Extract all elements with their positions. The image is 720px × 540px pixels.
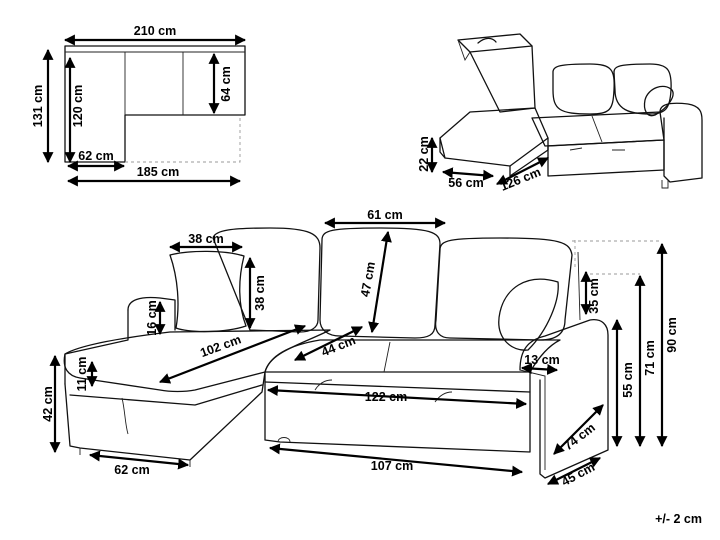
label-arm-height: 55 cm (621, 362, 635, 397)
label-back-height: 71 cm (643, 340, 657, 375)
label-chaise-base-width: 62 cm (114, 463, 149, 477)
dim-bed-pull-width (266, 385, 528, 409)
chaise-side (439, 137, 446, 159)
arm (659, 102, 703, 183)
label-width-total: 210 cm (134, 24, 176, 38)
pillow-right (498, 278, 559, 351)
seat-split (591, 115, 603, 143)
dim-bed-depth (441, 167, 495, 181)
label-chaise-back-height: 16 cm (145, 300, 159, 335)
label-bed-depth: 56 cm (448, 176, 483, 190)
label-sofa-width: 185 cm (137, 165, 179, 179)
main-base (264, 371, 531, 453)
leg (661, 180, 669, 189)
pull-handles (569, 147, 625, 151)
dim-bed-length (496, 157, 549, 185)
label-total-height: 90 cm (665, 317, 679, 352)
plan-outline (64, 45, 246, 163)
tolerance-note: +/- 2 cm (655, 512, 702, 526)
lid-handle (477, 37, 497, 44)
label-chaise-width: 62 cm (78, 149, 113, 163)
label-seat-cushion-depth: 44 cm (319, 333, 357, 359)
dim-seat-cushion-depth (294, 326, 363, 361)
seat-split (383, 341, 391, 373)
dim-back-cushion-height (368, 230, 392, 334)
label-bed-height: 22 cm (417, 136, 431, 171)
main-leg (277, 437, 291, 443)
chaise-storage-handle (121, 397, 129, 435)
main-seat (264, 339, 561, 373)
main-view: 38 cm 38 cm 61 cm 47 cm 16 cm 102 cm 44 … (41, 208, 679, 489)
chaise-storage-line (69, 384, 263, 406)
label-storage-height: 11 cm (75, 357, 89, 392)
dim-chaise-length (158, 324, 307, 384)
back-cushion-right (613, 63, 672, 115)
back-cushion-right (434, 237, 573, 341)
label-chaise-length: 102 cm (198, 332, 243, 360)
dim-chaise-base-width (88, 450, 190, 470)
label-chaise-depth: 120 cm (71, 85, 85, 127)
main-reference-lines (572, 240, 660, 275)
label-pillow-height: 38 cm (253, 275, 267, 310)
lid-side (457, 39, 471, 62)
open-bed-view: 22 cm 56 cm 126 cm (417, 33, 703, 194)
dim-arm-base-depth (547, 457, 601, 485)
throw-pillow (643, 85, 674, 117)
chaise-seat (63, 329, 331, 393)
base-front (547, 139, 665, 177)
label-armrest-width: 13 cm (524, 353, 559, 367)
label-pillow-width: 38 cm (188, 232, 223, 246)
right-arm-back (577, 251, 581, 321)
chaise-backrest (127, 296, 176, 331)
label-arm-base-depth: 45 cm (559, 460, 597, 489)
dim-arm-depth (553, 404, 604, 455)
dim-base-width (268, 443, 524, 477)
label-arm-depth: 74 cm (561, 420, 598, 453)
label-base-width: 107 cm (371, 459, 413, 473)
chaise-side-back (64, 309, 129, 385)
chaise-top (439, 107, 549, 167)
chaise-base (64, 371, 266, 461)
storage-lid (457, 33, 533, 53)
label-back-cushion-width: 61 cm (367, 208, 402, 222)
label-armrest-above-seat: 35 cm (587, 278, 601, 313)
dim-armrest-width (520, 363, 559, 375)
plan-view: 210 cm 131 cm 120 cm 64 cm 62 cm 185 cm (31, 24, 247, 187)
back-cushion-left (552, 63, 615, 115)
label-seat-depth: 64 cm (219, 66, 233, 101)
chaise-legs (79, 448, 191, 467)
label-bed-pull-width: 122 cm (365, 390, 407, 404)
right-arm-front (519, 369, 546, 470)
storage-box (469, 45, 536, 113)
plan-bed-outline (125, 115, 241, 163)
label-chaise-height: 42 cm (41, 386, 55, 421)
label-depth-total: 131 cm (31, 85, 45, 127)
right-arm (519, 319, 609, 479)
label-back-cushion-height: 47 cm (358, 261, 378, 298)
